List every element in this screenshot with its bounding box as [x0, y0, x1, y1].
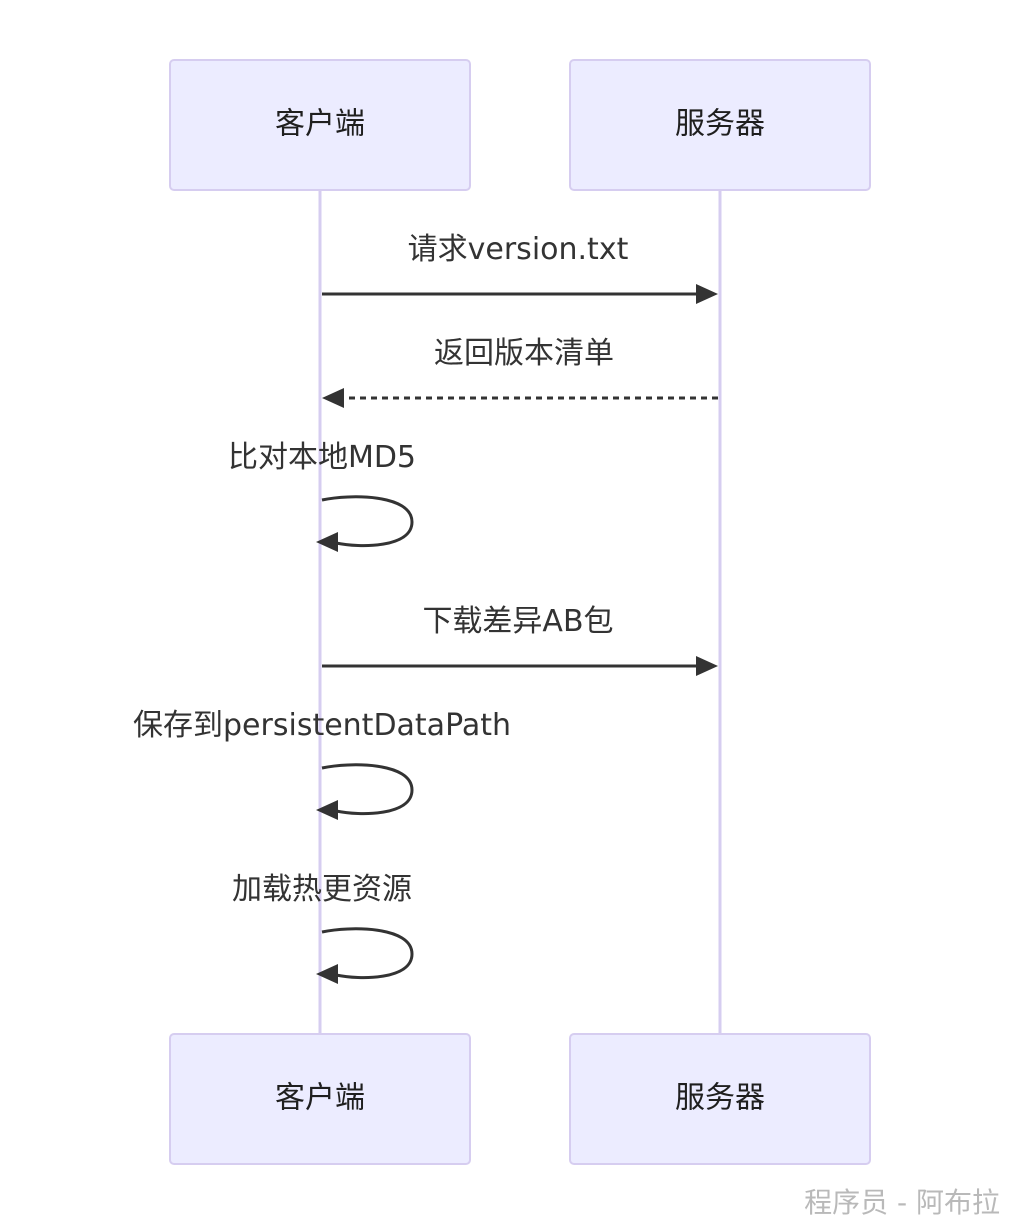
message-4-label: 下载差异AB包 [422, 604, 613, 639]
watermark: 程序员 - 阿布拉 [804, 1186, 1000, 1219]
message-1-label: 请求version.txt [408, 232, 629, 267]
message-2-arrowhead [322, 388, 344, 408]
actor-client-bottom-label: 客户端 [275, 1081, 365, 1116]
message-6-arrow [321, 927, 414, 980]
message-3-arrow [321, 495, 414, 548]
message-6-label: 加载热更资源 [232, 872, 412, 907]
message-3-label: 比对本地MD5 [228, 440, 416, 475]
message-5-arrow [321, 763, 414, 816]
message-1-arrowhead [696, 284, 718, 304]
message-6-arrowhead [316, 964, 338, 984]
actor-server-bottom: 服务器 [569, 1033, 871, 1165]
message-5-label: 保存到persistentDataPath [133, 708, 511, 743]
actor-client-bottom: 客户端 [169, 1033, 471, 1165]
message-5-arrowhead [316, 800, 338, 820]
message-2-label: 返回版本清单 [434, 336, 614, 371]
message-3-arrowhead [316, 532, 338, 552]
actor-client-top: 客户端 [169, 59, 471, 191]
actor-server-top-label: 服务器 [675, 107, 765, 142]
message-4-arrowhead [696, 656, 718, 676]
actor-client-top-label: 客户端 [275, 107, 365, 142]
actor-server-top: 服务器 [569, 59, 871, 191]
actor-server-bottom-label: 服务器 [675, 1081, 765, 1116]
